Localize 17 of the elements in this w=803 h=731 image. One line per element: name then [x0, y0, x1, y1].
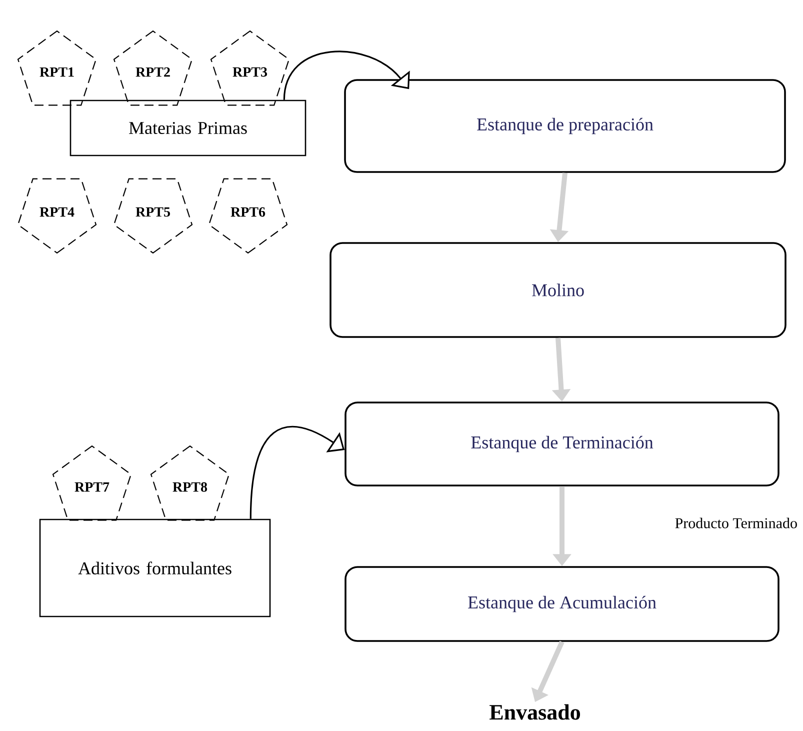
process-box: Molino [330, 242, 786, 338]
pentagon: RPT6 [208, 178, 288, 254]
process-box: Estanque de Terminación [344, 402, 780, 486]
end-label: Envasado [490, 704, 580, 720]
pentagon: RPT8 [150, 445, 230, 521]
pentagon: RPT1 [17, 30, 97, 106]
process-box: Materias Primas [70, 100, 306, 156]
pentagon: RPT7 [52, 445, 132, 521]
pentagon: RPT2 [113, 30, 193, 106]
process-box: Estanque de preparación [344, 79, 786, 173]
note-label: Producto Terminado [675, 518, 797, 528]
process-box: Aditivos formulantes [39, 518, 271, 618]
pentagon: RPT5 [113, 178, 193, 254]
process-box: Estanque de Acumulación [344, 566, 780, 642]
pentagon: RPT4 [17, 178, 97, 254]
arrow [283, 50, 410, 100]
pentagon: RPT3 [210, 30, 290, 106]
